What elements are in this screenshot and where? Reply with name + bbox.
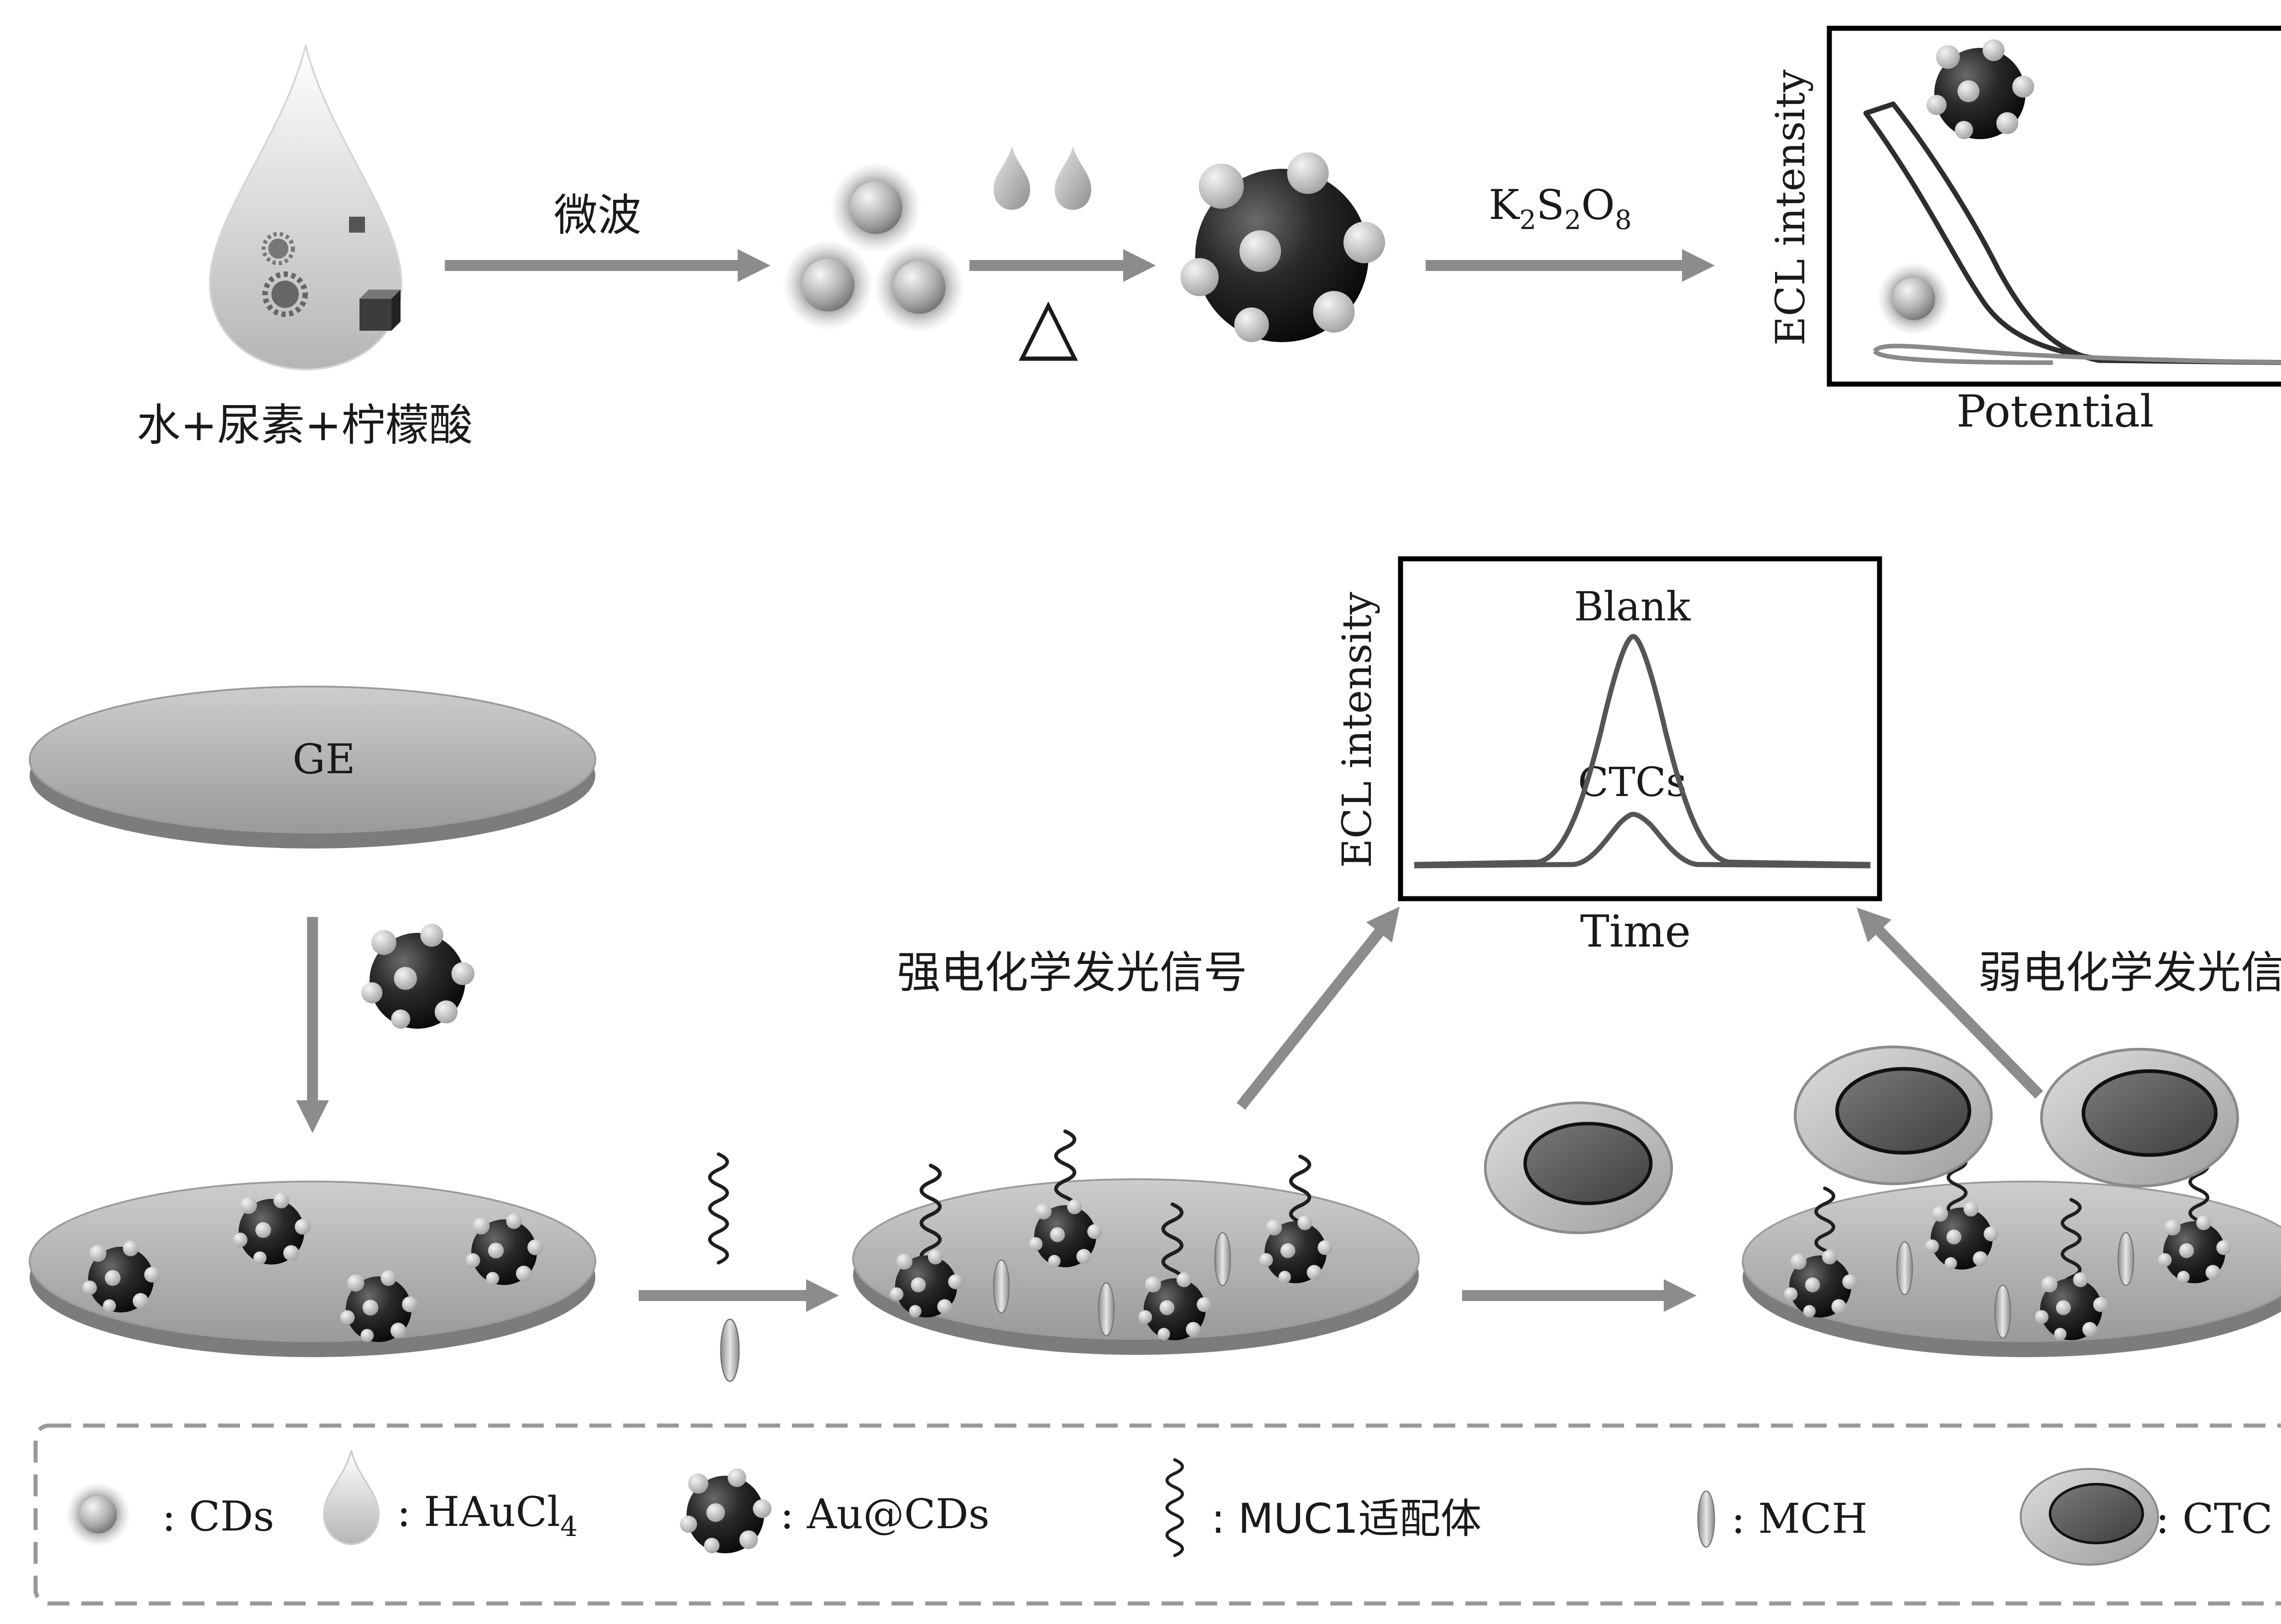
legend-aptamer: : MUC1适配体 — [1167, 1460, 1482, 1556]
legend-haucl4-label: : HAuCl4 — [397, 1488, 578, 1543]
legend-aucds: : Au@CDs — [680, 1468, 989, 1553]
cv-plot-ylabel: ECL intensity — [1767, 69, 1814, 346]
legend-ctc-label: : CTC — [2156, 1495, 2273, 1543]
weak-signal-label: 弱电化学发光信号 — [1978, 947, 2281, 998]
gold-electrode: GE — [29, 686, 596, 848]
modified-electrode — [29, 1181, 596, 1357]
legend-aptamer-label: : MUC1适配体 — [1211, 1495, 1482, 1543]
strong-signal-arrow — [1236, 906, 1400, 1110]
ctcs-curve — [1414, 812, 1871, 869]
au-cds-particle — [1180, 152, 1385, 342]
time-plot-frame — [1398, 556, 1882, 901]
haucl4-drops — [994, 146, 1091, 210]
coreactant-label: K2S2O8 — [1489, 181, 1631, 235]
au-cds-reagent-icon — [361, 924, 474, 1029]
legend-cds: : CDs — [65, 1482, 274, 1547]
time-plot-ylabel: ECL intensity — [1333, 592, 1380, 868]
cds-cluster — [782, 162, 965, 333]
ctc-reagent-icon — [1485, 1103, 1672, 1233]
cv-plot-xlabel: Potential — [1957, 386, 2154, 437]
cv-plot: ECL intensity Potential — [1767, 26, 2281, 437]
cv-legend-cds-icon — [1877, 262, 1951, 336]
ctcs-label: CTCs — [1578, 759, 1687, 806]
blank-curve — [1414, 634, 1871, 867]
cube-icon — [349, 217, 401, 331]
cv-plot-frame — [1827, 26, 2281, 387]
cv-curve-cds — [1873, 344, 2281, 365]
time-plot-xlabel: Time — [1580, 906, 1691, 957]
strong-signal-label: 强电化学发光信号 — [897, 947, 1247, 998]
legend-haucl4: : HAuCl4 — [323, 1450, 578, 1546]
solution-label: 水+尿素+柠檬酸 — [137, 400, 473, 451]
legend-aucds-label: : Au@CDs — [780, 1490, 989, 1538]
microwave-label: 微波 — [554, 190, 641, 241]
electrode-label: GE — [292, 735, 355, 783]
legend-cds-label: : CDs — [162, 1493, 274, 1541]
heat-symbol: △ — [1019, 280, 1078, 370]
star-shape-icon — [261, 232, 308, 317]
legend-ctc: : CTC — [2021, 1469, 2273, 1565]
legend-mch-label: : MCH — [1731, 1495, 1867, 1543]
blank-label: Blank — [1574, 583, 1691, 630]
weak-signal-arrow — [1856, 907, 2043, 1099]
legend-box: : CDs : HAuCl4 : Au@CDs : MUC1适配体 : MCH … — [33, 1423, 2281, 1606]
legend-mch: : MCH — [1697, 1490, 1867, 1548]
mch-reagent-icon — [720, 1318, 740, 1382]
ecl-time-plot: ECL intensity Time Blank CTCs — [1333, 556, 1882, 957]
ctc-captured-electrode — [1742, 1047, 2281, 1357]
aptamer-reagent-icon — [710, 1154, 727, 1263]
aptamer-electrode — [852, 1131, 1420, 1355]
precursor-drop — [208, 45, 403, 371]
